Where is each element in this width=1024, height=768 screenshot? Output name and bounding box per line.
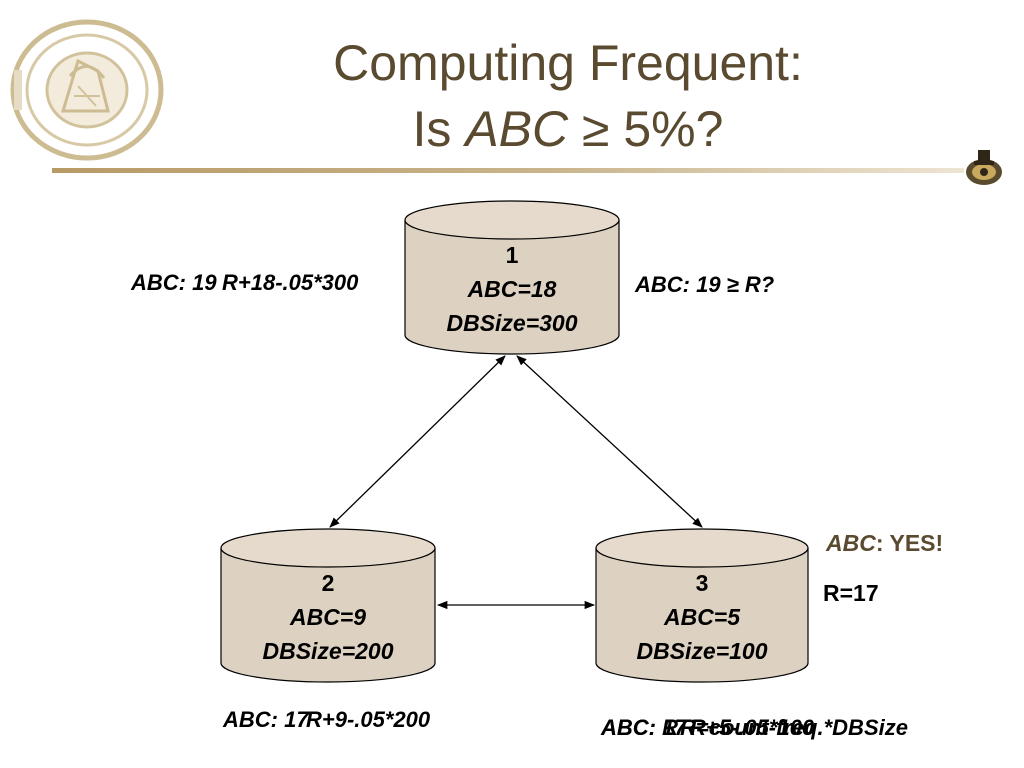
site1-formula-label: R+18-.05*300 xyxy=(222,270,359,295)
result-yes-text: : YES! xyxy=(875,530,944,556)
site3-count-label: ABC: 17 xyxy=(601,715,687,740)
database-2-size: DBSize=200 xyxy=(262,638,394,664)
title-prefix: Is xyxy=(412,101,466,157)
database-3-label: 3 ABC=5 DBSize=100 xyxy=(596,566,808,668)
database-3-abc-count: ABC=5 xyxy=(663,604,741,630)
database-3-size: DBSize=100 xyxy=(636,638,768,664)
site2-formula-label: R+9-.05*200 xyxy=(306,707,431,732)
arrow-db1-db2 xyxy=(329,355,506,528)
database-cylinder-1 xyxy=(404,200,620,355)
database-cylinder-3 xyxy=(595,528,809,683)
database-1-label: 1 ABC=18 DBSize=300 xyxy=(405,238,619,340)
database-cylinder-2 xyxy=(220,528,436,683)
database-3-id: 3 xyxy=(695,570,709,596)
slide-title-line-1: Computing Frequent: xyxy=(333,35,803,91)
result-yes-label: ABC: YES! xyxy=(826,530,943,557)
site1-threshold-check: ABC: 19 ≥ R? xyxy=(635,272,775,297)
slide-title-line-2: Is ABC ≥ 5%? xyxy=(230,100,906,158)
purdue-emblem-icon xyxy=(966,150,1002,185)
title-italic-term: ABC xyxy=(465,101,569,157)
arrow-db1-db3 xyxy=(516,355,703,528)
database-2-abc-count: ABC=9 xyxy=(289,604,367,630)
database-1-abc-count: ABC=18 xyxy=(467,276,557,302)
title-divider xyxy=(52,168,964,173)
site3-initial-label: ABC: R xyxy=(601,715,678,740)
title-suffix: ≥ 5%? xyxy=(568,101,724,157)
site3-formula-label: R+5-.05*100 xyxy=(690,715,815,740)
initial-r-value: R=17 xyxy=(823,580,879,606)
database-1-size: DBSize=300 xyxy=(446,310,578,336)
site3-r-definition: R=count-freq.*DBSize xyxy=(680,715,908,740)
site2-count-label: ABC: 17 xyxy=(223,707,309,732)
database-2-id: 2 xyxy=(321,570,335,596)
result-italic-term: ABC xyxy=(826,530,876,556)
university-seal-logo xyxy=(10,19,164,161)
database-2-label: 2 ABC=9 DBSize=200 xyxy=(221,566,435,668)
site1-count-label: ABC: 19 xyxy=(131,270,217,295)
database-1-id: 1 xyxy=(505,242,519,268)
